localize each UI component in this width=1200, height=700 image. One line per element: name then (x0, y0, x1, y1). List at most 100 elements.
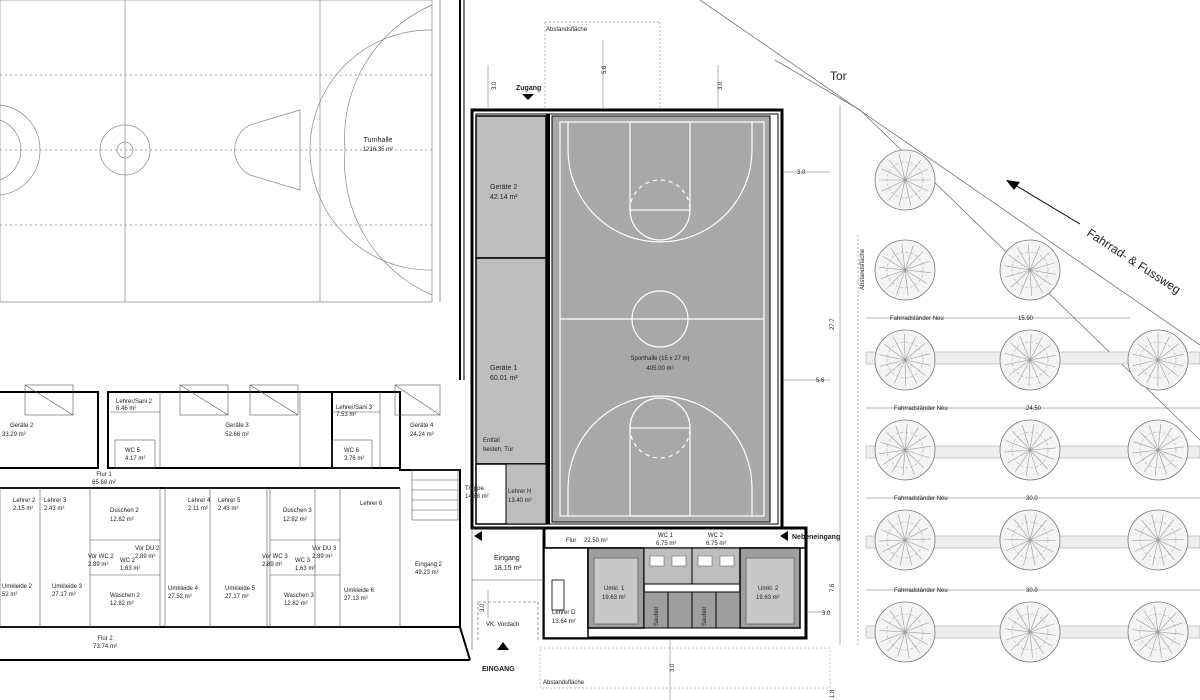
room-eingang2-name: Eingang 2 (415, 562, 443, 568)
dim-vert3: 1.8 (830, 689, 836, 698)
room-geraete2-name: Geräte 2 (490, 184, 517, 191)
room-wc3-old-area: 1.63 m² (295, 566, 315, 572)
room-duschen2-name: Duschen 2 (110, 508, 139, 514)
room-geraete2-old-name: Geräte 2 (10, 423, 34, 429)
room-eingang-area: 18.15 m² (494, 565, 522, 572)
room-vorwc2-name: Vor WC 2 (88, 554, 114, 560)
mini-room-label-2: Sauber (702, 607, 708, 626)
room-flur2-name: Flur 2 (97, 636, 113, 642)
bike-rack-3-label: Fahrradständer Neu (894, 496, 948, 502)
new-hall-building (470, 108, 784, 530)
dim-right-top: 3.0 (797, 170, 806, 176)
zugang-arrow-icon (522, 94, 534, 100)
room-vorwc2-area: 2.89 m² (88, 562, 108, 568)
room-flur2-area: 73.74 m² (93, 644, 117, 650)
room-umkl1-name: Umkl. 1 (604, 586, 625, 592)
room-waschen2-area: 12.82 m² (110, 601, 134, 607)
room-umkleide2-name: Umkleide 2 (2, 584, 33, 590)
entrance-arrow-icon (497, 642, 509, 650)
tree-icon (999, 419, 1061, 481)
dim-right-mid: 5.6 (816, 378, 825, 384)
room-umkleide4-name: Umkleide 4 (168, 586, 199, 592)
room-geraete2-old-area: 33.29 m² (2, 432, 26, 438)
room-geraete3-name: Geräte 3 (225, 423, 249, 429)
tree-icon (1127, 601, 1189, 663)
room-duschen3-name: Duschen 3 (283, 508, 312, 514)
room-geraete3-area: 52.66 m² (225, 432, 249, 438)
tree-icon (999, 509, 1061, 571)
old-wing-walls (0, 384, 471, 661)
room-treppe-area: 14.88 m² (465, 494, 489, 500)
tree-icon (999, 601, 1061, 663)
zugang-label: Zugang (516, 85, 541, 92)
room-umkleide3-name: Umkleide 3 (52, 584, 83, 590)
room-waschen3-area: 12.82 m² (284, 601, 308, 607)
room-umkleide3-area: 27.17 m² (52, 592, 76, 598)
room-wc1-area: 6.75 m² (656, 541, 676, 547)
room-lehrer4-area: 2.11 m² (188, 506, 208, 512)
room-wc2-area: 6.75 m² (706, 541, 726, 547)
dim-top-mid: 5.6 (602, 65, 608, 74)
room-umkleide4-area: 27.52 m² (168, 594, 192, 600)
room-umkleide6-name: Umkleide 6 (344, 588, 375, 594)
room-eingang-name: Eingang (494, 555, 520, 562)
room-waschen2-name: Waschen 2 (110, 593, 140, 599)
room-wc6-area: 3.76 m² (344, 456, 364, 462)
basketball-court (551, 115, 771, 523)
tree-icon (874, 419, 936, 481)
bike-rack-1-label: Fahrradständer Neu (890, 316, 944, 322)
dim-eingang: 3.0 (480, 603, 486, 612)
room-vordu2-area: 2.89 m² (135, 554, 155, 560)
room-flur1-area: 65.68 m² (92, 480, 116, 486)
room-lehrersani2-area: 8.46 m² (116, 406, 136, 412)
room-lehrerd-name: Lehrer D (552, 610, 576, 616)
room-wc3-old-name: WC 3 (295, 558, 311, 564)
room-geraete4-area: 24.24 m² (410, 432, 434, 438)
room-lehrersani3-area: 7.53 m² (336, 412, 356, 418)
room-flur1-name: Flur 1 (96, 472, 112, 478)
new-annex (542, 526, 808, 640)
room-umkleide5-name: Umkleide 5 (225, 586, 256, 592)
room-wc1-name: WC 1 (658, 533, 674, 539)
room-vorwc3-name: Vor WC 3 (262, 554, 288, 560)
room-vorwc3-area: 2.89 m² (262, 562, 282, 568)
tree-group (874, 149, 1189, 663)
room-lehrer6-name: Lehrer 6 (360, 501, 383, 507)
room-lehrer2-area: 2.15 m² (13, 506, 33, 512)
abstand-top-label: Abstandsfläche (546, 27, 588, 33)
room-lehrer3-name: Lehrer 3 (44, 498, 67, 504)
side-arrow-icon (474, 531, 482, 541)
room-umkleide6-area: 27.13 m² (344, 596, 368, 602)
room-lehrersani2-name: Lehrer/Sani 2 (116, 399, 153, 405)
tree-icon (999, 329, 1061, 391)
dim-vert1: 27.7 (830, 318, 836, 330)
entrance-area (471, 527, 544, 650)
room-wc2-old-name: WC 2 (120, 558, 136, 564)
abstand-right-label: Abstandsfläche (860, 248, 866, 290)
room-lehrer3-area: 2.43 m² (44, 506, 64, 512)
room-vordu2-name: Vor DU 2 (135, 546, 160, 552)
tree-icon (999, 239, 1061, 301)
tree-icon (874, 329, 936, 391)
old-gym-court (0, 0, 465, 380)
tree-icon (1127, 419, 1189, 481)
vk-vordach-label: VK. Vordach (486, 622, 519, 628)
room-geraete4-name: Geräte 4 (410, 423, 434, 429)
room-wc6-name: WC 6 (344, 448, 360, 454)
room-duschen2-area: 12.82 m² (110, 517, 134, 523)
room-lehrerh-area: 13.40 m² (508, 498, 532, 504)
room-wc2-old-area: 1.63 m² (120, 566, 140, 572)
room-vordu3-name: Vor DU 3 (312, 546, 337, 552)
bike-rack-4-dim: 30.0 (1026, 588, 1038, 594)
tree-icon (1127, 509, 1189, 571)
bike-rack-4-label: Fahrradständer Neu (894, 588, 948, 594)
room-lehrer4-name: Lehrer 4 (188, 498, 211, 504)
tree-icon (874, 601, 936, 663)
dim-right-low: 3.0 (822, 611, 831, 617)
room-lehrer2-name: Lehrer 2 (13, 498, 36, 504)
dim-top-right: 3.0 (718, 81, 724, 90)
room-umkl2-name: Umkl. 2 (758, 586, 779, 592)
room-waschen3-name: Waschen 3 (284, 593, 314, 599)
dim-bottom: 3.0 (670, 663, 676, 672)
